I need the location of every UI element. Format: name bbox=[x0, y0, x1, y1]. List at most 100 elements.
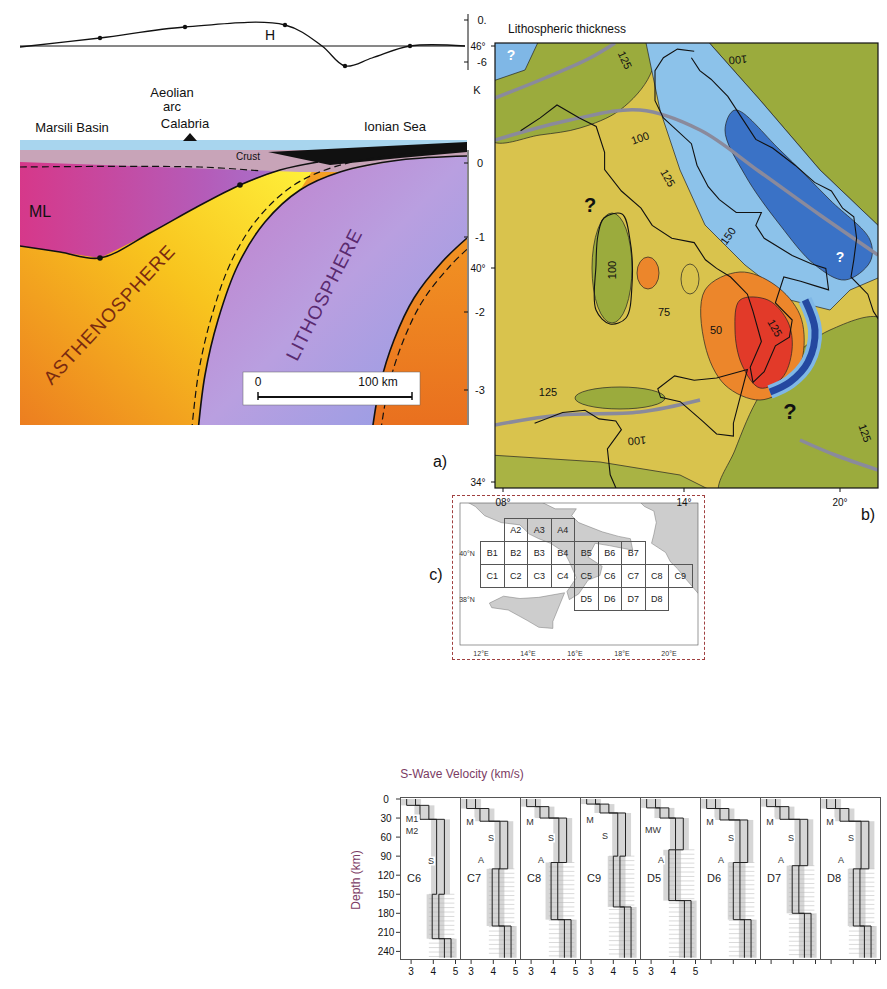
axis-tick bbox=[411, 960, 412, 964]
figure-label: 50 bbox=[710, 324, 722, 336]
figure-label: ML bbox=[29, 203, 51, 221]
layer-label: S bbox=[547, 834, 555, 843]
location-map-frame: 40°N38°N12°E14°E16°E18°E20°EA2A3A4B1B2B3… bbox=[452, 495, 705, 660]
layer-line bbox=[609, 905, 635, 906]
map-tick bbox=[491, 268, 495, 269]
layer-label: S bbox=[847, 834, 855, 843]
panel-title: C6 bbox=[406, 873, 422, 884]
figure-label: Ionian Sea bbox=[364, 120, 426, 134]
profile-panel: C6M1M2S bbox=[400, 797, 461, 960]
figure-label: 100 bbox=[627, 434, 646, 448]
velocity-profile bbox=[641, 799, 697, 964]
figure-label: 5 bbox=[693, 966, 699, 977]
velocity-range bbox=[787, 866, 805, 914]
grid-cell: C4 bbox=[551, 564, 576, 588]
axis-tick bbox=[464, 163, 468, 164]
trench-arc bbox=[770, 300, 815, 392]
velocity-range bbox=[799, 913, 817, 957]
figure-label: 14° bbox=[676, 497, 691, 508]
axis-tick bbox=[455, 960, 456, 964]
velocity-profile bbox=[701, 799, 757, 964]
scale-bar bbox=[258, 396, 412, 398]
figure-label: 0 bbox=[477, 157, 483, 169]
figure-label: 0 bbox=[255, 376, 262, 389]
figure-label: 125 bbox=[539, 386, 557, 398]
velocity-range bbox=[619, 907, 637, 958]
axis-tick bbox=[613, 960, 614, 964]
layer-line bbox=[669, 863, 695, 864]
grid-cell: B7 bbox=[621, 541, 646, 565]
grid-cell: C6 bbox=[598, 564, 623, 588]
grid-cell: C7 bbox=[621, 564, 646, 588]
figure-label: 100 bbox=[728, 53, 747, 67]
axis-tick bbox=[733, 960, 734, 964]
axis-tick bbox=[793, 960, 794, 964]
grid-cell: B4 bbox=[551, 541, 576, 565]
velocity-range bbox=[534, 807, 554, 818]
grid-cell: D8 bbox=[645, 587, 670, 611]
layer-label: A bbox=[537, 856, 545, 865]
layer-label: M bbox=[465, 818, 475, 827]
profile-panel: C9MS bbox=[580, 797, 641, 960]
figure-label: S-Wave Velocity (km/s) bbox=[400, 768, 524, 781]
layer-line bbox=[849, 908, 875, 909]
velocity-range bbox=[546, 863, 564, 920]
figure-label: 08° bbox=[495, 497, 510, 508]
layer-line bbox=[729, 871, 755, 872]
grid-cell: D5 bbox=[574, 587, 599, 611]
coastline bbox=[658, 369, 748, 436]
cell-label: C6 bbox=[604, 572, 616, 581]
layer-line bbox=[729, 915, 755, 916]
velocity-range bbox=[774, 807, 794, 820]
axis-label: 38°N bbox=[459, 596, 475, 603]
layer-label: A bbox=[837, 856, 845, 865]
axis-tick bbox=[553, 960, 554, 964]
figure-label: 0. bbox=[477, 14, 486, 26]
grid-cell: C3 bbox=[527, 564, 552, 588]
panel-title: D8 bbox=[826, 873, 842, 884]
figure-label: 5 bbox=[513, 966, 519, 977]
cell-label: D5 bbox=[580, 595, 592, 604]
layer-line bbox=[549, 906, 575, 907]
coastline bbox=[594, 213, 632, 324]
figure-label: ? bbox=[507, 48, 516, 63]
velocity-range bbox=[856, 821, 875, 869]
layer-label: S bbox=[487, 834, 495, 843]
axis-tick bbox=[815, 960, 816, 964]
layer-line bbox=[729, 893, 755, 894]
figure-label: 240 bbox=[378, 946, 395, 957]
green-region bbox=[592, 213, 632, 323]
layer-line bbox=[609, 896, 635, 897]
cell-label: C8 bbox=[651, 572, 663, 581]
layer-label: A bbox=[657, 856, 665, 865]
profile-dot bbox=[408, 44, 412, 48]
depth-axis bbox=[468, 150, 469, 425]
layer-line bbox=[849, 873, 875, 874]
velocity-range bbox=[679, 901, 697, 958]
velocity-profile bbox=[821, 799, 877, 964]
layer-line bbox=[729, 898, 755, 899]
layer-line bbox=[609, 887, 635, 888]
velocity-range bbox=[474, 809, 494, 822]
layer-label: M bbox=[585, 816, 595, 825]
velocity-range bbox=[581, 799, 601, 804]
figure-label: ? bbox=[783, 400, 796, 424]
layer-line bbox=[729, 902, 755, 903]
velocity-range bbox=[834, 809, 854, 822]
layer-line bbox=[549, 871, 575, 872]
velocity-range bbox=[714, 809, 734, 820]
axis-tick bbox=[755, 960, 756, 964]
profile-panel: D8MSA bbox=[820, 797, 881, 960]
figure-label: 5 bbox=[633, 966, 639, 977]
grid-cell: C2 bbox=[504, 564, 529, 588]
layer-label: S bbox=[787, 834, 795, 843]
layer-line bbox=[849, 904, 875, 905]
layer-line bbox=[609, 865, 635, 866]
velocity-range bbox=[612, 813, 631, 856]
axis-tick bbox=[875, 960, 876, 964]
axis-tick bbox=[464, 312, 468, 313]
cell-label: C9 bbox=[674, 572, 686, 581]
figure-label: Calabria bbox=[161, 117, 209, 131]
cell-label: C5 bbox=[580, 572, 592, 581]
